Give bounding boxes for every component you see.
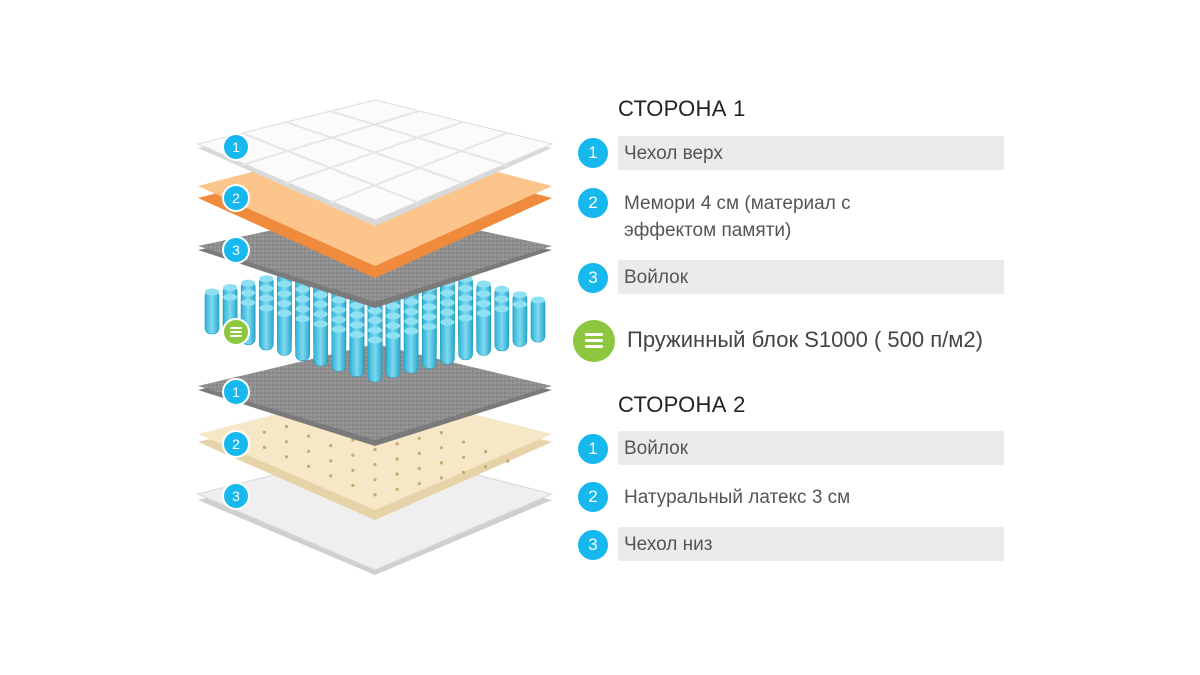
- row-background: [618, 136, 1004, 170]
- top-cover-layer: [196, 99, 554, 226]
- spring-block-badge-icon: [222, 318, 250, 346]
- layer-badge-side2-1: 1: [222, 378, 250, 406]
- layer-badge-side1-1: 1: [222, 133, 250, 161]
- side2-item-2: 2 Натуральный латекс 3 см: [578, 480, 1004, 514]
- side2-item-3-number: 3: [578, 530, 608, 560]
- mattress-layers-illustration: 1 2 3 1 2 3: [190, 90, 570, 590]
- side1-item-3-number: 3: [578, 263, 608, 293]
- row-background: [618, 260, 1004, 294]
- layer-badge-side2-2: 2: [222, 430, 250, 458]
- felt-bottom-layer: [198, 344, 552, 446]
- side2-item-2-number: 2: [578, 482, 608, 512]
- layer-badge-side1-3: 3: [222, 236, 250, 264]
- layer-badge-side1-2: 2: [222, 184, 250, 212]
- side2-title: СТОРОНА 2: [618, 392, 746, 417]
- layer-badge-side2-3: 3: [222, 482, 250, 510]
- side2-item-1-label: Войлок: [624, 438, 689, 459]
- side1-title: СТОРОНА 1: [618, 96, 746, 121]
- side1-item-2: 2 Мемори 4 см (материал с эффектом памят…: [578, 188, 1004, 246]
- layers-svg: [196, 99, 554, 575]
- side1-item-2-label: Мемори 4 см (материал с эффектом памяти): [624, 193, 851, 241]
- side1-item-1-label: Чехол верх: [624, 143, 723, 164]
- side2-item-3-label: Чехол низ: [624, 534, 713, 555]
- side2-item-1: 1 Войлок: [578, 431, 1004, 465]
- latex-layer: [198, 389, 552, 520]
- row-background: [618, 527, 1004, 561]
- spring-block-label: Пружинный блок S1000 ( 500 п/м2): [627, 327, 983, 352]
- list-icon: [573, 320, 615, 362]
- side1-item-3: 3 Войлок: [578, 260, 1004, 294]
- side2-item-2-label: Натуральный латекс 3 см: [624, 487, 851, 508]
- side1-item-1-number: 1: [578, 138, 608, 168]
- side2-item-1-number: 1: [578, 434, 608, 464]
- side1-item-1: 1 Чехол верх: [578, 136, 1004, 170]
- side2-item-3: 3 Чехол низ: [578, 527, 1004, 561]
- side1-item-2-number: 2: [578, 188, 608, 218]
- spring-block-row: Пружинный блок S1000 ( 500 п/м2): [573, 320, 1013, 362]
- side1-item-3-label: Войлок: [624, 267, 689, 288]
- row-background: [618, 431, 1004, 465]
